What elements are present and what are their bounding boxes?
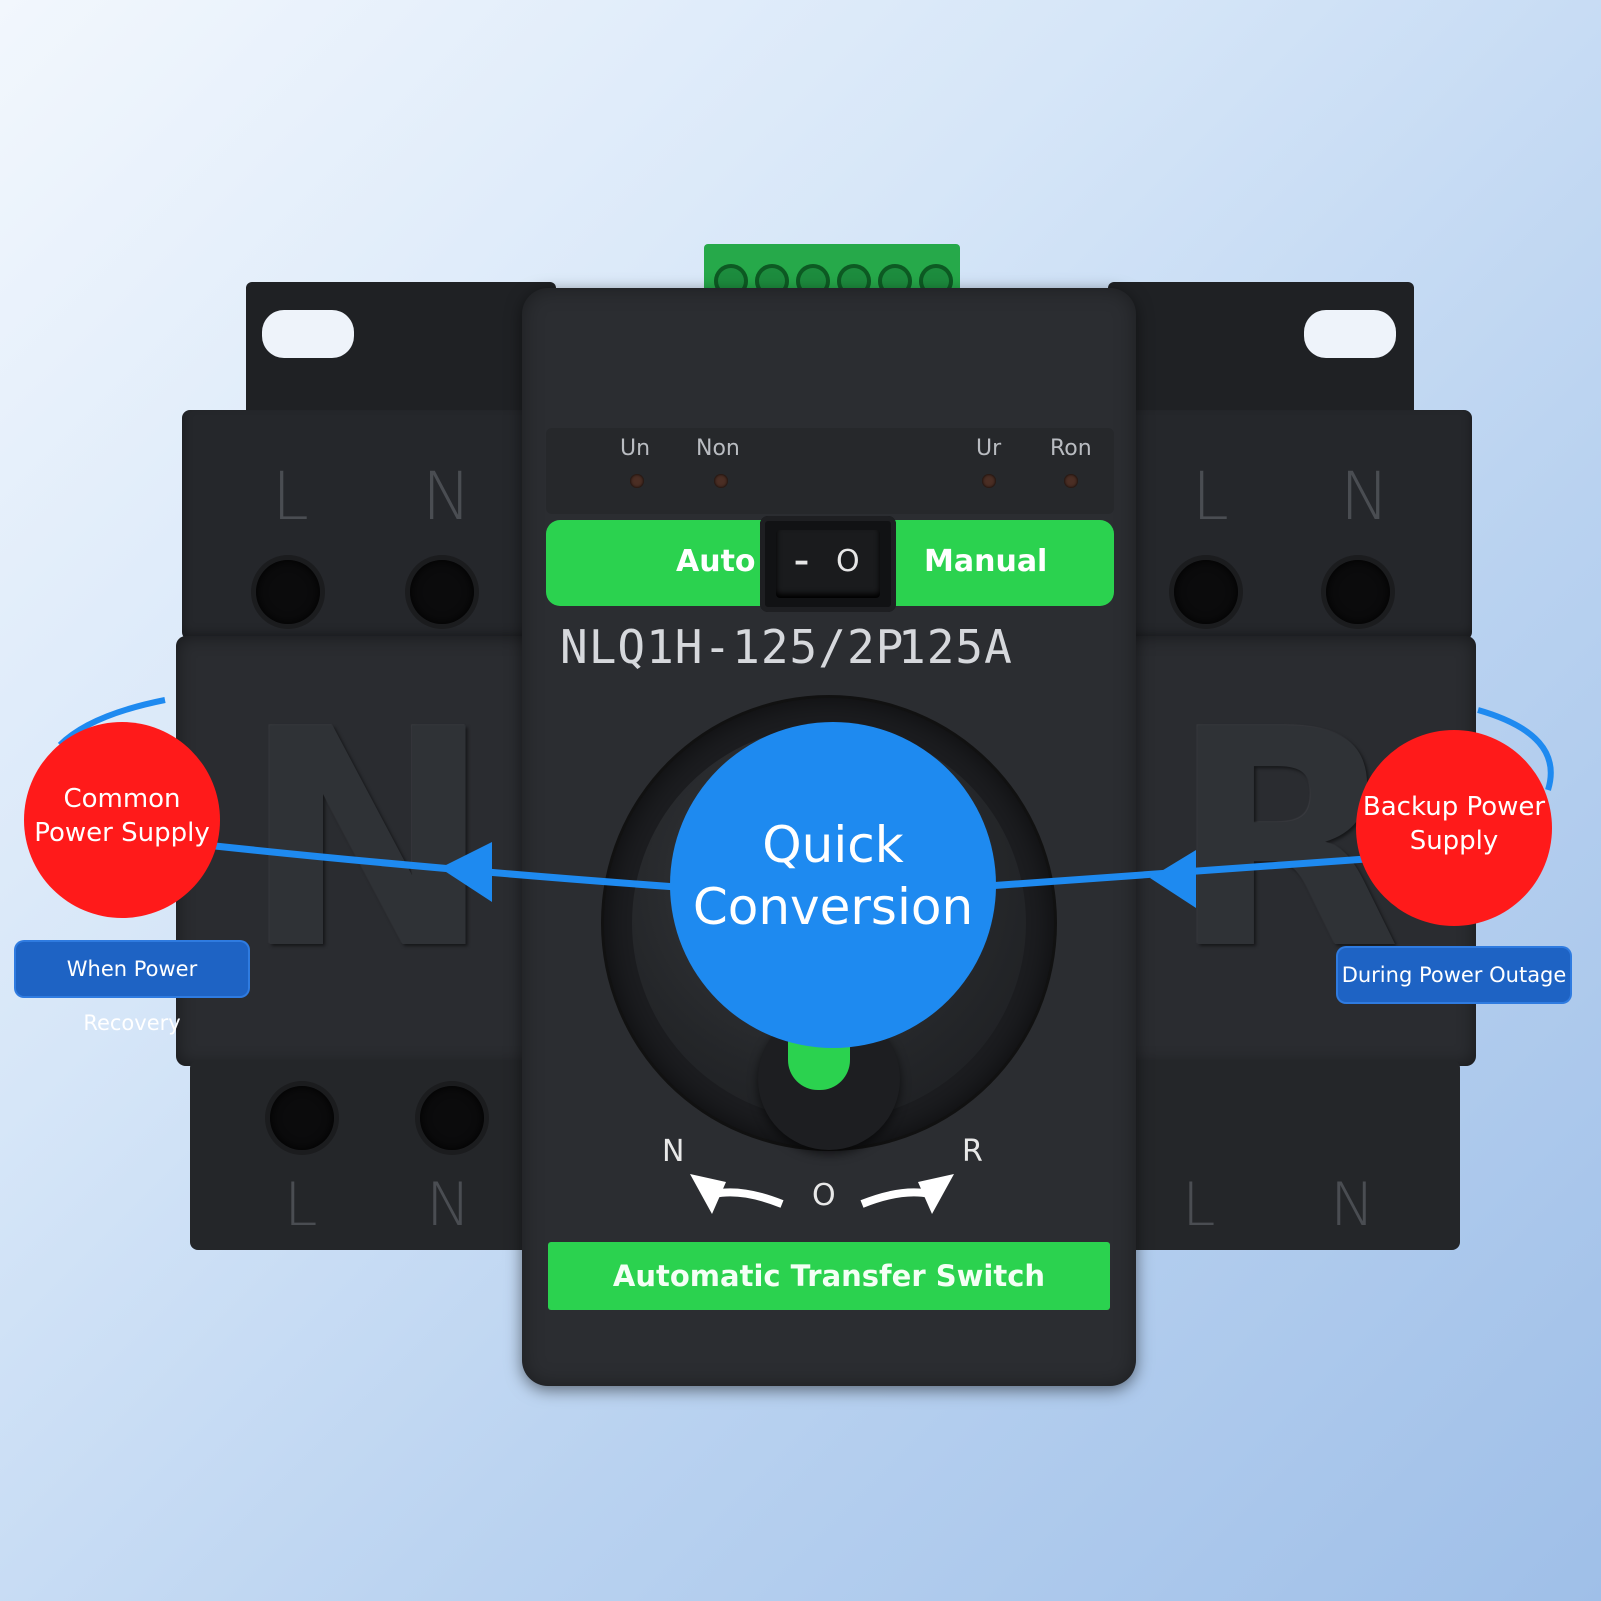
led-label-ron: Ron: [1050, 436, 1092, 461]
right-mounting-bracket: [1108, 282, 1414, 422]
terminal-screw-hole: [1174, 560, 1238, 624]
terminal-letter-n: N: [1340, 458, 1390, 535]
auto-label: Auto: [676, 544, 756, 579]
rotate-left-arrow-icon: [690, 1174, 784, 1214]
quick-conversion-line2: Conversion: [692, 878, 974, 936]
terminal-letter-n: N: [426, 1170, 471, 1240]
current-rating: 125A: [898, 620, 1013, 674]
rocker-off-symbol: –: [794, 544, 809, 579]
led-indicator-un: [630, 474, 644, 488]
terminal-screw-hole: [256, 560, 320, 624]
right-curve-line: [1477, 707, 1554, 791]
left-bottom-terminal-block: L N: [190, 1060, 540, 1250]
quick-conversion-line1: Quick: [762, 816, 904, 874]
terminal-letter-n: N: [1330, 1170, 1375, 1240]
right-top-terminal-block: L N: [1120, 410, 1472, 640]
auto-manual-rocker-switch[interactable]: – O: [760, 516, 896, 612]
backup-power-supply-badge: Backup Power Supply: [1356, 730, 1552, 926]
right-flow-arrow-icon: [1150, 850, 1196, 908]
terminal-letter-l: L: [272, 458, 309, 535]
terminal-screw-hole: [420, 1086, 484, 1150]
terminal-letter-l: L: [1182, 1170, 1216, 1240]
footer-band: Automatic Transfer Switch: [548, 1242, 1110, 1310]
led-indicator-non: [714, 474, 728, 488]
position-label-n: N: [662, 1134, 685, 1169]
position-label-o: O: [812, 1178, 836, 1213]
terminal-letter-l: L: [1192, 458, 1229, 535]
led-label-ur: Ur: [976, 436, 1002, 461]
right-bottom-terminal-block: L N: [1120, 1060, 1460, 1250]
during-power-outage-tag: During Power Outage: [1338, 948, 1570, 1002]
backup-power-line1: Backup Power: [1362, 792, 1546, 822]
left-mounting-bracket: [246, 282, 556, 422]
quick-conversion-badge: Quick Conversion: [670, 722, 996, 1048]
terminal-screw-hole: [270, 1086, 334, 1150]
led-indicator-ron: [1064, 474, 1078, 488]
rocker-paddle: – O: [776, 530, 880, 598]
rocker-on-symbol: O: [836, 544, 860, 579]
led-indicator-ur: [982, 474, 996, 488]
indicator-panel: Un Non Ur Ron: [546, 428, 1114, 514]
common-power-line1: Common: [63, 784, 181, 814]
rotate-right-arrow-icon: [860, 1174, 954, 1214]
terminal-letter-n: N: [422, 458, 472, 535]
manual-label: Manual: [924, 544, 1048, 579]
backup-power-line2: Supply: [1409, 826, 1499, 856]
terminal-screw-hole: [1326, 560, 1390, 624]
position-label-r: R: [962, 1134, 983, 1169]
led-label-non: Non: [696, 436, 740, 461]
model-number: NLQ1H-125/2P: [560, 620, 905, 674]
left-top-terminal-block: L N: [182, 410, 542, 640]
common-power-supply-badge: Common Power Supply: [24, 722, 220, 918]
right-mounting-slot: [1304, 310, 1396, 358]
embossed-letter-n: N: [242, 666, 494, 1015]
footer-band-text: Automatic Transfer Switch: [612, 1259, 1046, 1293]
when-power-recovery-tag: When Power Recovery: [16, 942, 248, 1035]
terminal-screw-hole: [410, 560, 474, 624]
terminal-letter-l: L: [284, 1170, 318, 1240]
left-flow-arrow-icon: [440, 842, 492, 902]
led-label-un: Un: [620, 436, 651, 461]
common-power-line2: Power Supply: [34, 818, 210, 848]
left-mounting-slot: [262, 310, 354, 358]
